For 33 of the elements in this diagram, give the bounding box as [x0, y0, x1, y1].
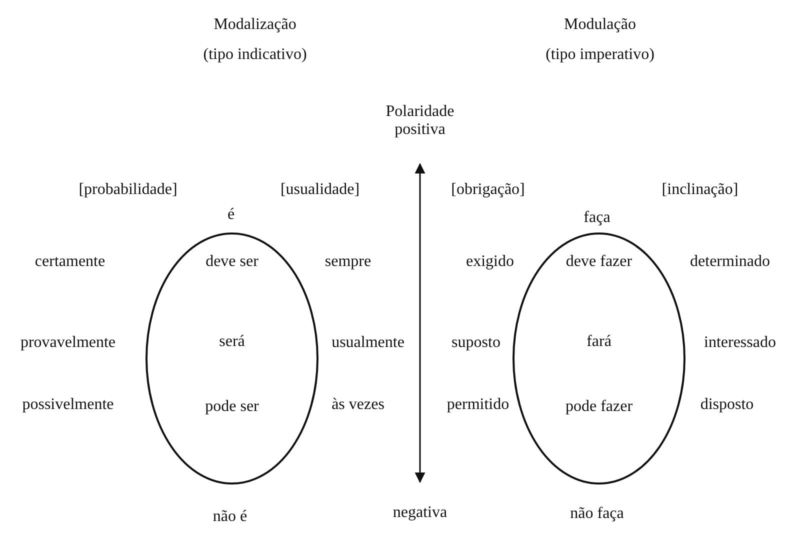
term-label: faça	[584, 209, 610, 227]
column-heading: (tipo imperativo)	[546, 46, 654, 64]
term-label: certamente	[34, 253, 106, 271]
column-heading: (tipo indicativo)	[203, 46, 307, 64]
term-label: suposto	[452, 334, 500, 352]
term-label: permitido	[446, 396, 510, 414]
term-label: é	[227, 206, 235, 224]
column-heading: Modalização	[214, 16, 296, 34]
category-label: [obrigação]	[451, 181, 525, 199]
category-label: [usualidade]	[280, 181, 360, 199]
term-label: não faça	[570, 505, 624, 523]
modal-term-label: será	[219, 333, 245, 351]
modal-term-label: pode fazer	[565, 398, 633, 416]
polarity-label: Polaridade positiva	[360, 98, 480, 144]
term-label: interessado	[704, 334, 776, 352]
modal-term-label: deve ser	[206, 253, 258, 271]
modal-term-label: fará	[586, 333, 612, 351]
category-label: [inclinação]	[662, 181, 738, 199]
term-label: disposto	[700, 396, 754, 414]
term-label: possivelmente	[22, 396, 114, 414]
column-heading: Modulação	[564, 16, 636, 34]
term-label: sempre	[324, 253, 372, 271]
term-label: não é	[212, 508, 248, 526]
term-label: exigido	[466, 253, 514, 271]
polarity-label: negativa	[380, 502, 460, 524]
double-arrow	[414, 162, 426, 484]
modal-term-label: pode ser	[205, 398, 259, 416]
category-label: [probabilidade]	[78, 181, 178, 199]
term-label: às vezes	[332, 396, 384, 414]
term-label: usualmente	[332, 334, 404, 352]
term-label: provavelmente	[20, 334, 116, 352]
term-label: determinado	[690, 253, 770, 271]
modal-term-label: deve fazer	[566, 253, 632, 271]
